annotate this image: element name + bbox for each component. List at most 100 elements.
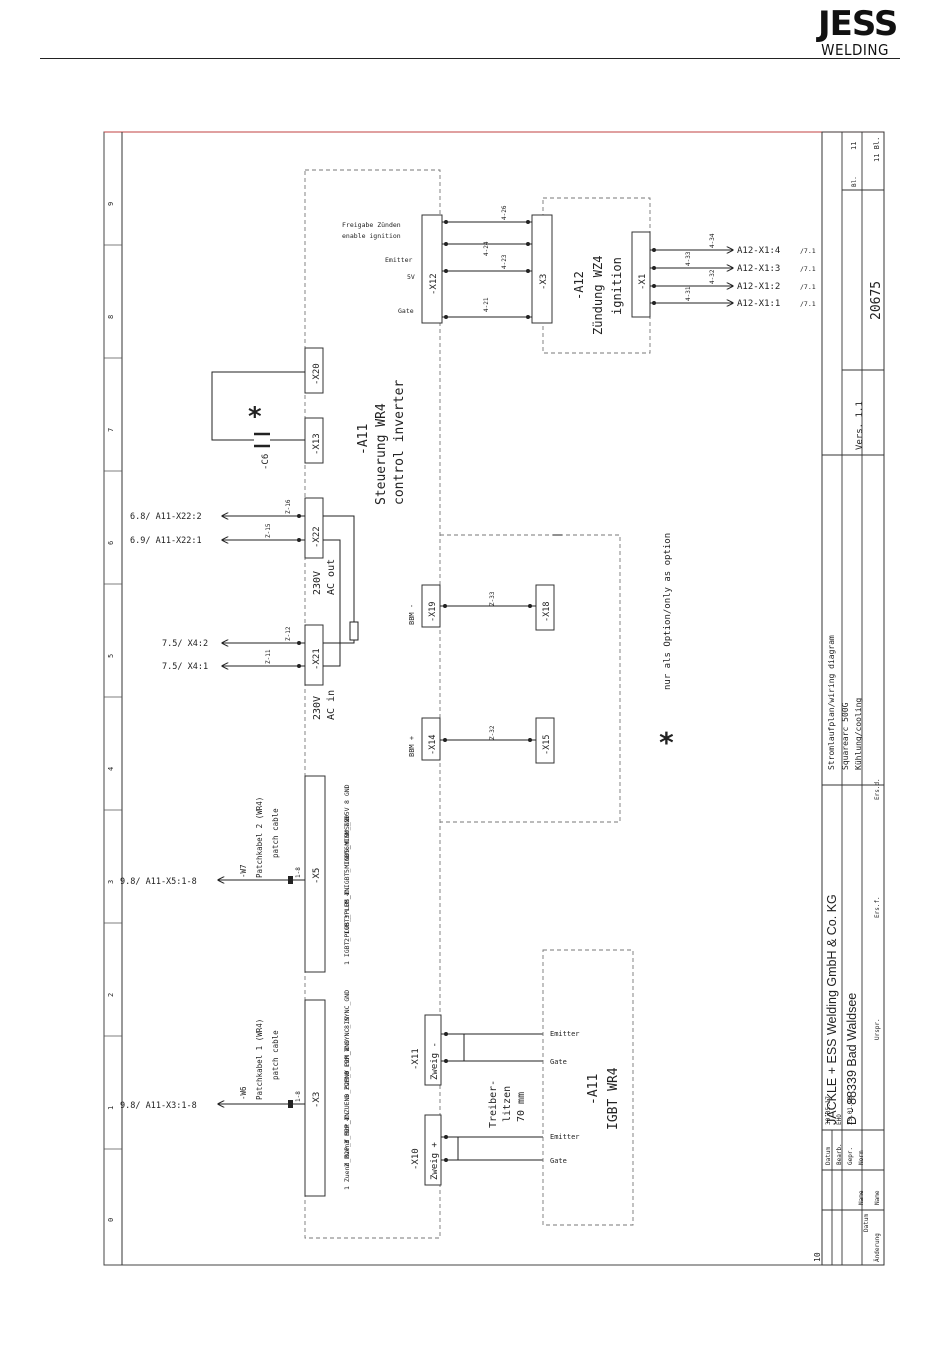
option-note: nur als Option/only as option: [663, 533, 673, 690]
tb-company-1: JÄCKLE + ESS Welding GmbH & Co. KG: [825, 894, 839, 1125]
x3b-label: -X3: [539, 274, 549, 290]
tb-sheet-total: 11 Bl.: [873, 137, 881, 162]
x5-pin-4: 4 IGBT_MINUS_Y: [343, 841, 351, 896]
w6-plug: [288, 1100, 293, 1108]
igbt-emitter-2: Emitter: [550, 1030, 580, 1038]
x3-label: -X3: [312, 1092, 322, 1108]
w7-desc-2: patch cable: [271, 808, 280, 858]
a11-title: Steuerung WR4: [374, 403, 389, 505]
grid-col-3: 3: [107, 880, 115, 884]
x22-connector: [304, 497, 324, 559]
title-block: [821, 131, 885, 1266]
tb-drawing-no: 20675: [869, 281, 884, 320]
ref-x4-2: 7.5/ X4:2: [162, 639, 208, 649]
x14-connector: [421, 717, 441, 761]
w6-desc: Patchkabel 1 (WR4): [255, 1019, 264, 1100]
bbm-plus-label: BBM +: [408, 736, 416, 757]
wire-4-26: 4-26: [501, 205, 508, 220]
c6-capacitor-symbol: [254, 432, 270, 448]
x12-gate: Gate: [398, 307, 414, 315]
wire-4-34: 4-34: [709, 233, 716, 248]
x22-label: -X22: [312, 526, 322, 548]
ref-a12-x1-3: A12-X1:3: [737, 264, 780, 274]
igbt-gate-2: Gate: [550, 1058, 567, 1066]
ref-a12-x1-2: A12-X1:2: [737, 282, 780, 292]
x14-label: -X14: [428, 735, 438, 755]
option-asterisk: *: [658, 726, 675, 759]
a11-label-group: -A11 Steuerung WR4 control inverter: [356, 380, 407, 505]
ac-out-voltage: 230V: [312, 571, 323, 595]
grid-column-marks: [104, 244, 122, 1150]
x3-pin-5: 5 ZUEND_P2M_Z: [343, 1047, 351, 1098]
c6-asterisk: *: [247, 402, 263, 432]
header-rule: [40, 58, 900, 59]
x5-pin-3: 3 LEM_IN: [343, 888, 351, 919]
tb-version: Vers. 1.1: [855, 401, 865, 450]
tb-ers-d: Ers.d.: [874, 778, 881, 800]
tb-desc-2: Squarearc 500G: [841, 702, 850, 770]
igbt-title: IGBT WR4: [606, 1067, 621, 1130]
w7-desc: Patchkabel 2 (WR4): [255, 797, 264, 878]
tb-sheet-label: Bl.: [851, 176, 858, 187]
x3-connector: [304, 999, 326, 1197]
wire-z32: Z-32: [489, 725, 496, 740]
w7-pins: 1-8: [295, 867, 302, 878]
jess-welding-logo: JESS WELDING: [818, 4, 898, 60]
x10-connector: [424, 1114, 442, 1186]
x20-label: -X20: [312, 363, 322, 385]
x3-pin-7: 7 SYNC_IN: [343, 1017, 351, 1052]
grid-col-4: 4: [107, 767, 115, 771]
w7-ref: -W7: [239, 864, 248, 878]
x12-label: -X12: [429, 273, 439, 295]
x15-label: -X15: [542, 735, 552, 755]
bbm-minus-label: BBM -: [408, 604, 416, 625]
driver-wires: [441, 1033, 543, 1161]
wire-z16: Z-16: [285, 499, 292, 514]
x1-output-wires: [650, 250, 733, 303]
x11-connector: [424, 1014, 442, 1086]
x3-pin-1: 1 Zuend_M2P_Y: [343, 1139, 351, 1190]
x10-label: -X10: [411, 1148, 421, 1170]
x12-emitter: Emitter: [385, 256, 412, 264]
grid-col-8: 8: [107, 315, 115, 319]
x5-pin-2: 2 IGBT_PLUS_Z: [343, 891, 351, 942]
c6-label: -C6: [261, 454, 271, 470]
x20-connector: [304, 347, 324, 394]
wire-4-24: 4-24: [483, 241, 490, 256]
grid-col-1: 1: [107, 1106, 115, 1110]
grid-col-5: 5: [107, 654, 115, 658]
wire-4-21: 4-21: [483, 297, 490, 312]
tb-ers-f: Ers.f.: [874, 896, 881, 918]
tb-urspr: Urspr.: [874, 1018, 881, 1040]
x3-pin-4: 4 ZUEND_P2M_Y: [343, 1070, 351, 1121]
grid-col-9: 9: [107, 202, 115, 206]
logo-top-text: JESS: [818, 4, 898, 44]
a11-subtitle: control inverter: [392, 380, 407, 505]
ref-sheet-4: /7.1: [800, 247, 816, 255]
tb-norm-label: Norm: [858, 1150, 865, 1165]
x3-pin-2: 2 Zuend_M2P_Z: [343, 1116, 351, 1167]
zweig-plus: Zweig +: [430, 1141, 440, 1180]
tb-datum-label: Datum: [825, 1147, 832, 1165]
ref-a11-x22-2: 6.8/ A11-X22:2: [130, 512, 202, 522]
treiber-3: 70 mm: [516, 1092, 527, 1122]
wire-4-32: 4-32: [709, 269, 716, 284]
x3-pin-8: 8 SYNC_GND: [343, 990, 351, 1029]
ref-a11-x3: 9.8/ A11-X3:1-8: [120, 1101, 197, 1111]
x3-pin-6: 6 ERR_GND: [343, 1040, 351, 1075]
w6-pins: 1-8: [295, 1091, 302, 1102]
power-wires: [222, 516, 355, 666]
x13-label: -X13: [312, 433, 322, 455]
x12-x3-wires: [442, 221, 532, 318]
x12-connector: [421, 214, 443, 324]
treiber-2: litzen: [502, 1086, 513, 1122]
ac-in-label: AC in: [326, 690, 337, 720]
ref-a11-x22-1: 6.9/ A11-X22:1: [130, 536, 202, 546]
x3b-connector: [531, 214, 553, 324]
igbt-gate-1: Gate: [550, 1157, 567, 1165]
x12-5v: 5V: [407, 273, 415, 281]
ref-sheet-3: /7.1: [800, 265, 816, 273]
x5-pin-5: 5 IGBT_MINUS_Z: [343, 818, 351, 873]
igbt-emitter-1: Emitter: [550, 1133, 580, 1141]
zweig-minus: Zweig -: [430, 1042, 440, 1080]
